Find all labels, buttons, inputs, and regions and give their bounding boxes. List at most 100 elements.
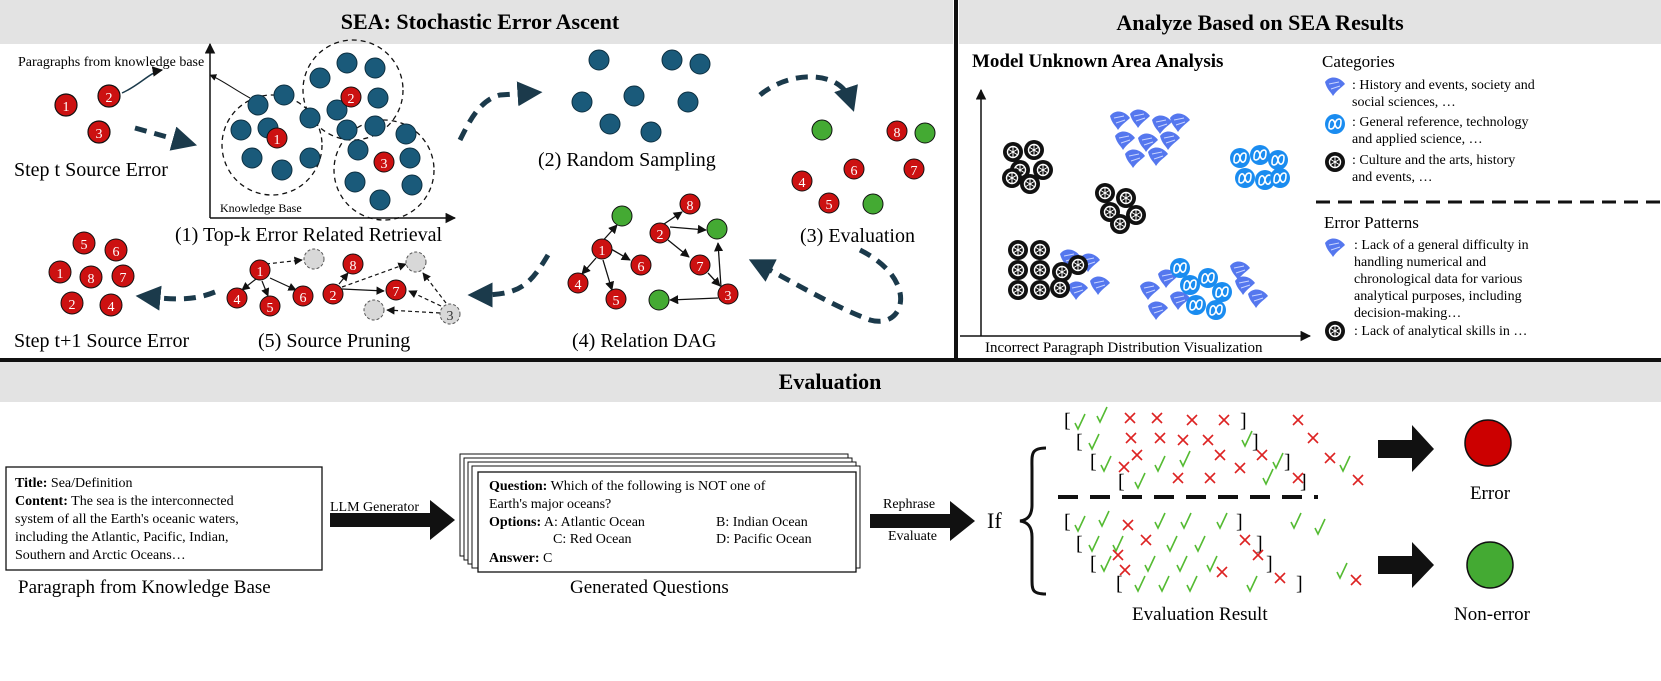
step-4-label: (4) Relation DAG <box>572 330 716 352</box>
question-stack <box>459 453 861 573</box>
step-t-nodes: 1 2 3 <box>54 84 121 144</box>
error-label: Error <box>1470 483 1511 504</box>
svg-text:]: ] <box>1266 553 1273 575</box>
svg-text:3: 3 <box>447 309 454 324</box>
option-d: D: Pacific Ocean <box>716 532 812 547</box>
question-line-1: Which of the following is NOT one of <box>551 479 766 494</box>
analysis-title: Analyze Based on SEA Results <box>1116 10 1404 35</box>
evaluate-arrow <box>870 501 975 541</box>
category-1-line1: : History and events, society and <box>1352 78 1535 93</box>
svg-text:Options: A: Atlantic Ocean: Options: A: Atlantic Ocean <box>489 515 645 530</box>
svg-text:8: 8 <box>894 126 901 141</box>
step-3-label: (3) Evaluation <box>800 225 915 247</box>
step-5-label: (5) Source Pruning <box>258 330 410 352</box>
curly-brace <box>1019 446 1047 596</box>
pattern-1-line2: handling numerical and <box>1354 255 1486 270</box>
svg-text:5: 5 <box>826 198 833 213</box>
svg-text:]: ] <box>1240 410 1247 432</box>
relation-dag: 8 1 2 6 7 4 3 5 <box>567 193 739 311</box>
random-sampling-nodes <box>571 49 711 143</box>
svg-text:Question: Which of the followi: Question: Which of the following is NOT … <box>489 479 766 494</box>
svg-text:6: 6 <box>113 245 120 260</box>
nonerror-circle <box>1466 541 1514 589</box>
scatter-mixed-bottom-right <box>1139 257 1269 321</box>
option-a: A: Atlantic Ocean <box>544 515 645 530</box>
paragraph-line-2: system of all the Earth's oceanic waters… <box>15 512 239 527</box>
scatter-meta-right <box>1229 144 1291 191</box>
svg-text:2: 2 <box>69 298 76 313</box>
svg-text:6: 6 <box>638 260 645 275</box>
category-3-line1: : Culture and the arts, history <box>1352 153 1515 168</box>
svg-text:3: 3 <box>381 157 388 172</box>
svg-text:4: 4 <box>799 176 806 191</box>
svg-text:Content: The sea is the interc: Content: The sea is the interconnected <box>15 494 234 509</box>
svg-text:[: [ <box>1076 431 1083 453</box>
paragraph-line-1: The sea is the interconnected <box>71 494 233 509</box>
pattern-1-line5: decision-making… <box>1354 306 1461 321</box>
generator-arrow <box>330 500 455 540</box>
pattern-openai-icon <box>1324 320 1346 342</box>
svg-text:4: 4 <box>234 293 241 308</box>
svg-text:7: 7 <box>120 271 127 286</box>
svg-text:]: ] <box>1252 431 1259 453</box>
svg-text:4: 4 <box>108 300 115 315</box>
scatter-openai-top <box>1001 139 1054 195</box>
svg-text:5: 5 <box>613 294 620 309</box>
kb-axis-label: Knowledge Base <box>220 201 302 215</box>
svg-text:2: 2 <box>348 92 355 107</box>
answer-key: Answer: <box>489 551 540 566</box>
paragraph-line-4: Southern and Arctic Oceans… <box>15 548 186 563</box>
svg-text:]: ] <box>1296 573 1303 595</box>
svg-text:2: 2 <box>657 228 664 243</box>
paragraph-caption: Paragraph from Knowledge Base <box>18 577 271 598</box>
pattern-claude-icon <box>1324 238 1346 258</box>
step-t-label: Step t Source Error <box>14 159 168 181</box>
result-caption: Evaluation Result <box>1132 604 1268 625</box>
paragraph-line-3: including the Atlantic, Pacific, Indian, <box>15 530 228 545</box>
svg-text:[: [ <box>1090 451 1097 473</box>
svg-text:5: 5 <box>267 301 274 316</box>
categories-title: Categories <box>1322 52 1395 71</box>
kb-clusters: 1 2 3 <box>221 39 435 221</box>
svg-text:]: ] <box>1300 471 1307 493</box>
result-top: [] [] [] [] <box>1064 406 1364 493</box>
question-key: Question: <box>489 479 547 494</box>
questions-caption: Generated Questions <box>570 577 729 598</box>
question-line-2: Earth's major oceans? <box>489 497 611 512</box>
svg-text:3: 3 <box>96 127 103 142</box>
nonerror-label: Non-error <box>1454 604 1531 625</box>
svg-text:[: [ <box>1076 533 1083 555</box>
nonerror-arrow <box>1378 542 1434 588</box>
plot-xlabel: Incorrect Paragraph Distribution Visuali… <box>985 340 1263 356</box>
svg-text:7: 7 <box>697 260 704 275</box>
answer-value: C <box>543 551 552 566</box>
step-t1-label: Step t+1 Source Error <box>14 330 189 352</box>
option-c: C: Red Ocean <box>553 532 632 547</box>
svg-text:2: 2 <box>330 289 337 304</box>
error-arrow <box>1378 425 1434 472</box>
sea-title: SEA: Stochastic Error Ascent <box>341 9 620 34</box>
svg-text:1: 1 <box>57 267 64 282</box>
svg-text:6: 6 <box>300 291 307 306</box>
svg-text:Answer: C: Answer: C <box>489 551 552 566</box>
step-1-label: (1) Top-k Error Related Retrieval <box>175 224 442 246</box>
svg-text:8: 8 <box>350 259 357 274</box>
svg-text:8: 8 <box>687 199 694 214</box>
svg-text:[: [ <box>1116 573 1123 595</box>
kb-paragraphs-label: Paragraphs from knowledge base <box>18 55 204 70</box>
svg-text:6: 6 <box>851 164 858 179</box>
pattern-1-line3: chronological data for various <box>1354 272 1522 287</box>
option-b: B: Indian Ocean <box>716 515 808 530</box>
openai-icon <box>1324 151 1346 173</box>
source-pruning: 3 1 8 2 7 4 6 5 <box>226 248 461 325</box>
svg-text:[: [ <box>1064 410 1071 432</box>
pattern-2: : Lack of analytical skills in … <box>1354 324 1527 339</box>
paragraph-box <box>5 466 323 571</box>
category-2-line2: and applied science, … <box>1352 132 1483 147</box>
svg-text:1: 1 <box>274 133 281 148</box>
if-label: If <box>987 508 1002 533</box>
evaluate-label: Evaluate <box>888 529 937 544</box>
category-1-line2: social sciences, … <box>1352 95 1456 110</box>
svg-text:[: [ <box>1064 511 1071 533</box>
